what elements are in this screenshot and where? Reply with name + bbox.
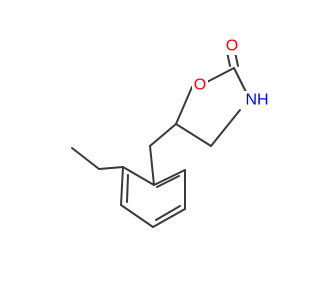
bond-n3-c4: [210, 109, 241, 147]
bond-aromatic-inner-3: [156, 175, 180, 188]
bond-ch2-aryl: [149, 145, 155, 186]
atom-nh: NH: [242, 91, 270, 109]
bond-ch2-ch3: [71, 147, 100, 170]
bond-o1-c2: [206, 67, 235, 83]
bond-ar2-ar3: [120, 166, 124, 206]
bond-c2-n3: [233, 67, 247, 93]
bond-ar1-ar2: [122, 166, 155, 186]
bond-c4-c5: [175, 123, 212, 147]
atom-o-carbonyl: O: [224, 37, 240, 55]
bond-ar3-ar4: [120, 204, 154, 228]
nitrogen-nh-label: NH: [245, 92, 268, 109]
bond-ar6-ar1: [153, 169, 186, 186]
oxygen-carbonyl-label: O: [226, 38, 238, 55]
bond-aromatic-inner-2: [155, 205, 181, 221]
bond-c5-ch2: [149, 123, 177, 147]
atom-o-ring: O: [192, 76, 208, 94]
bond-c5-o1: [175, 86, 193, 125]
bond-aromatic-inner-1: [126, 174, 129, 203]
bond-ar4-ar5: [152, 208, 186, 228]
bond-ar2-ch2: [98, 166, 124, 170]
oxygen-ring-label: O: [194, 77, 206, 94]
structure-canvas: O O NH: [71, 37, 270, 228]
